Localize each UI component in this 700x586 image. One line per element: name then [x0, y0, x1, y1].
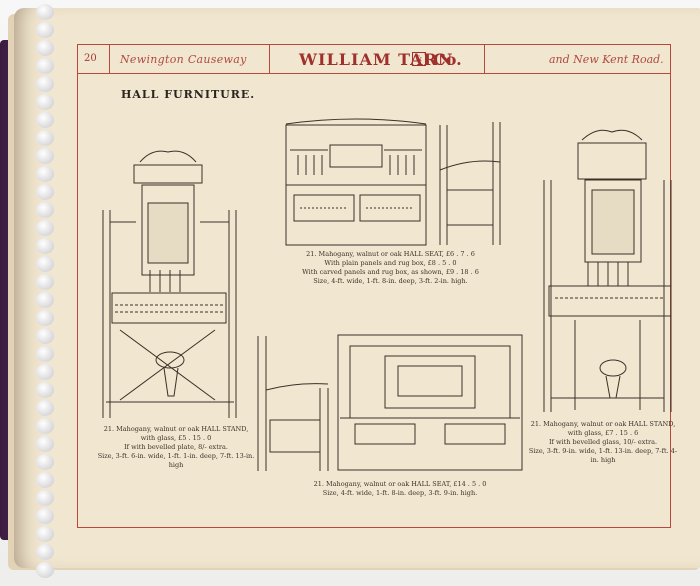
caption-line: With plain panels and rug box, £8 . 5 . … — [324, 259, 457, 267]
caption-hall-stand-right: 21. Mahogany, walnut or oak HALL STAND, … — [528, 420, 678, 465]
header-right-address: and New Kent Road. — [549, 53, 664, 66]
caption-line: with glass, £7 . 15 . 6 — [567, 429, 639, 437]
caption-hall-seat-top: 21. Mahogany, walnut or oak HALL SEAT, £… — [278, 250, 503, 286]
header-left-address: Newington Causeway — [120, 53, 247, 66]
caption-hall-seat-bottom: 21. Mahogany, walnut or oak HALL SEAT, £… — [300, 480, 500, 498]
page-number: 20 — [84, 53, 97, 64]
header-divider — [109, 44, 110, 73]
catalogue-page — [14, 8, 700, 568]
hall-stand-right-illustration — [543, 129, 672, 412]
hall-stand-left-illustration — [102, 150, 237, 418]
caption-line: 21. Mahogany, walnut or oak HALL STAND, — [103, 425, 249, 433]
caption-line: Size, 3-ft. 9-in. wide, 1-ft. 13-in. dee… — [528, 447, 678, 464]
caption-line: 21. Mahogany, walnut or oak HALL SEAT, £… — [313, 480, 487, 488]
caption-hall-stand-left: 21. Mahogany, walnut or oak HALL STAND, … — [96, 425, 256, 470]
header-divider — [269, 44, 270, 73]
caption-line: 21. Mahogany, walnut or oak HALL SEAT, £… — [306, 250, 475, 258]
caption-line: Size, 4-ft. wide, 1-ft. 8-in. deep, 3-ft… — [322, 489, 478, 497]
header-rule — [77, 73, 671, 74]
caption-line: 21. Mahogany, walnut or oak HALL STAND, — [530, 420, 676, 428]
caption-line: Size, 3-ft. 6-in. wide, 1-ft. 1-in. deep… — [97, 452, 255, 469]
header-divider — [484, 44, 485, 73]
header-company-suffix: Co. — [433, 50, 462, 69]
caption-line: with glass, £5 . 15 . 0 — [140, 434, 212, 442]
caption-line: If with bevelled plate, 8/- extra. — [124, 443, 228, 451]
company-monogram: & — [412, 52, 426, 66]
hall-seat-top-illustration — [285, 118, 501, 246]
caption-line: Size, 4-ft. wide, 1-ft. 8-in. deep, 3-ft… — [313, 277, 468, 285]
header-company-name: WILLIAM TARN — [299, 50, 454, 69]
caption-line: If with bevelled glass, 10/- extra. — [548, 438, 658, 446]
hall-seat-bottom-illustration — [257, 334, 523, 471]
caption-line: With carved panels and rug box, as shown… — [302, 268, 479, 276]
section-title: HALL FURNITURE. — [121, 88, 256, 101]
bookmark-ribbon — [32, 0, 58, 586]
